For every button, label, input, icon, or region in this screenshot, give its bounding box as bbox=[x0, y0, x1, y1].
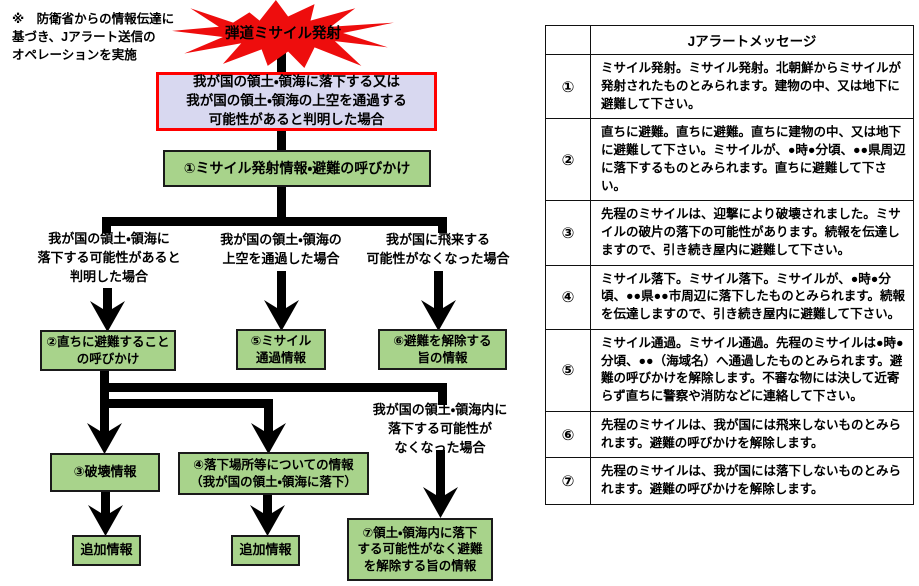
condition-box: 我が国の領土・領海に落下する又は 我が国の領土・領海の上空を通過する 可能性があ… bbox=[156, 72, 437, 131]
connector-top-hbar-left-stub bbox=[102, 217, 111, 233]
header-empty-cell bbox=[545, 25, 591, 55]
arrow-to-step2-icon bbox=[89, 288, 126, 332]
connector-lower-hbar2 bbox=[100, 399, 273, 408]
arrow-to-step5-icon bbox=[263, 271, 300, 331]
explosion-icon bbox=[172, 0, 394, 68]
table-row: ⑤ ミサイル通過。ミサイル通過。先程のミサイルは●時●分頃、●●（海域名）へ通過… bbox=[545, 328, 914, 412]
burst-label: 弾道ミサイル発射 bbox=[225, 26, 341, 42]
table-header-row: Jアラートメッセージ bbox=[545, 25, 914, 55]
step1-box: ①ミサイル発射情報・避難の呼びかけ bbox=[163, 150, 431, 187]
arrow-step3-to-additional-icon bbox=[87, 491, 124, 536]
arrow-to-step4-icon bbox=[250, 404, 287, 454]
row-message: 先程のミサイルは、我が国には落下しないものとみられます。避難の呼びかけを解除しま… bbox=[590, 457, 914, 505]
step3-box: ③破壊情報 bbox=[50, 453, 160, 492]
connector-burst-to-condition bbox=[277, 44, 286, 76]
step2-box: ②直ちに避難すること の呼びかけ bbox=[40, 330, 176, 371]
step5-box: ⑤ミサイル 通過情報 bbox=[236, 329, 326, 370]
branch-label-right: 我が国に飛来する 可能性がなくなった場合 bbox=[366, 232, 510, 266]
step6-box: ⑥避難を解除する 旨の情報 bbox=[378, 329, 507, 370]
step7-box: ⑦領土・領海内に落下 する可能性がなく避難 を解除する旨の情報 bbox=[347, 518, 493, 581]
row-number: ③ bbox=[545, 200, 591, 266]
branch-label-no-drop: 我が国の領土・領海内に 落下する可能性が なくなった場合 bbox=[372, 402, 508, 455]
connector-lower-hbar1 bbox=[100, 383, 447, 392]
footnote-text: ※ 防衛省からの情報伝達に 基づき、Jアラート送信の オペレーションを実施 bbox=[12, 12, 175, 63]
row-message: 直ちに避難。直ちに避難。直ちに建物の中、又は地下に避難して下さい。ミサイルが、●… bbox=[590, 118, 914, 202]
row-number: ⑤ bbox=[545, 328, 591, 412]
connector-lower-hbar1-right-stub bbox=[438, 383, 447, 405]
step4-box: ④落下場所等についての情報 （我が国の領土・領海に落下） bbox=[178, 452, 369, 495]
table-row: ③ 先程のミサイルは、迎撃により破壊されました。ミサイルの破片の落下の可能性があ… bbox=[545, 200, 914, 266]
additional-info-box-1: 追加情報 bbox=[72, 535, 141, 566]
row-message: ミサイル通過。ミサイル通過。先程のミサイルは●時●分頃、●●（海域名）へ通過した… bbox=[590, 328, 914, 412]
connector-step1-down bbox=[277, 186, 286, 224]
arrow-to-step6-icon bbox=[420, 271, 457, 331]
connector-step2-down bbox=[100, 369, 109, 415]
table-row: ⑦ 先程のミサイルは、我が国には落下しないものとみられます。避難の呼びかけを解除… bbox=[545, 457, 914, 505]
branch-label-left: 我が国の領土・領海に 落下する可能性があると 判明した場合 bbox=[37, 231, 181, 284]
connector-condition-to-step1 bbox=[277, 129, 286, 152]
table-row: ④ ミサイル落下。ミサイル落下。ミサイルが、●時●分頃、●●県●●市周辺に落下し… bbox=[545, 264, 914, 330]
table-row: ⑥ 先程のミサイルは、我が国には飛来しないものとみられます。避難の呼びかけを解除… bbox=[545, 410, 914, 459]
arrow-step4-to-additional-icon bbox=[249, 493, 286, 536]
row-number: ① bbox=[545, 53, 591, 120]
table-row: ① ミサイル発射。ミサイル発射。北朝鮮からミサイルが発射されたものとみられます。… bbox=[545, 53, 914, 120]
table-row: ② 直ちに避難。直ちに避難。直ちに建物の中、又は地下に避難して下さい。ミサイルが… bbox=[545, 118, 914, 202]
arrow-to-step3-icon bbox=[86, 404, 123, 454]
arrow-to-step7-icon bbox=[422, 450, 459, 518]
row-number: ⑦ bbox=[545, 457, 591, 505]
explosion-burst: 弾道ミサイル発射 bbox=[170, 0, 396, 70]
table-header-title: Jアラートメッセージ bbox=[590, 25, 914, 55]
row-message: ミサイル発射。ミサイル発射。北朝鮮からミサイルが発射されたものとみられます。建物… bbox=[590, 53, 914, 120]
row-number: ② bbox=[545, 118, 591, 202]
row-message: 先程のミサイルは、我が国には飛来しないものとみられます。避難の呼びかけを解除しま… bbox=[590, 410, 914, 459]
connector-top-hbar-right-stub bbox=[438, 217, 447, 233]
branch-label-middle: 我が国の領土・領海の 上空を通過した場合 bbox=[220, 232, 342, 266]
row-message: 先程のミサイルは、迎撃により破壊されました。ミサイルの破片の落下の可能性がありま… bbox=[590, 200, 914, 266]
connector-top-hbar bbox=[102, 217, 447, 226]
additional-info-box-2: 追加情報 bbox=[231, 535, 300, 566]
row-number: ④ bbox=[545, 264, 591, 330]
row-number: ⑥ bbox=[545, 410, 591, 459]
row-message: ミサイル落下。ミサイル落下。ミサイルが、●時●分頃、●●県●●市周辺に落下したも… bbox=[590, 264, 914, 330]
jalert-message-table: Jアラートメッセージ ① ミサイル発射。ミサイル発射。北朝鮮からミサイルが発射さ… bbox=[545, 25, 914, 505]
